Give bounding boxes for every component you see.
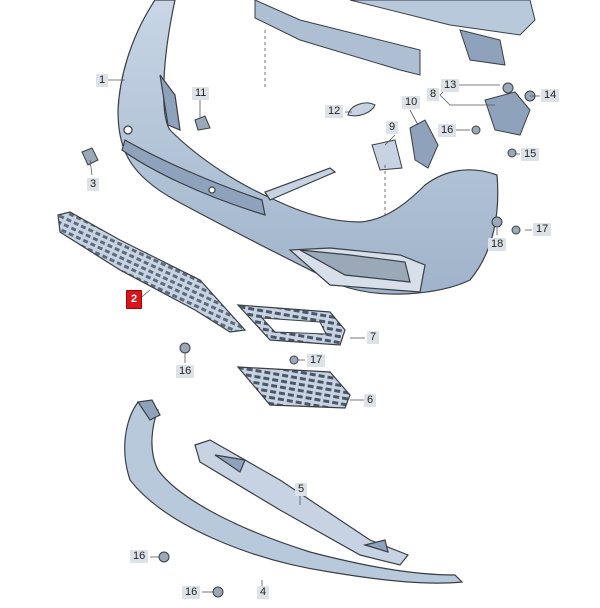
callout-9: 9: [386, 121, 399, 134]
callout-16-bottom: 16: [182, 586, 201, 599]
lower-grille-part: [236, 366, 351, 409]
callout-8: 8: [427, 88, 440, 101]
washer-cap-part: [347, 102, 376, 117]
callout-17-right: 17: [533, 223, 552, 236]
callout-13: 13: [441, 79, 460, 92]
callout-5: 5: [295, 483, 308, 496]
callout-14: 14: [541, 89, 560, 102]
guide-bracket-part: [484, 91, 531, 136]
callout-4: 4: [257, 586, 270, 599]
callout-10: 10: [402, 96, 421, 109]
bumper-cover-part: [117, 0, 499, 295]
sensor-part: [409, 119, 439, 169]
callout-12: 12: [325, 105, 344, 118]
callout-17-middle: 17: [307, 354, 326, 367]
callout-16-middle: 16: [176, 365, 195, 378]
fog-light-frame-part: [236, 304, 346, 346]
callout-15: 15: [521, 148, 540, 161]
callout-6: 6: [364, 394, 377, 407]
callout-2-highlighted: 2: [126, 290, 143, 309]
callout-18: 18: [488, 238, 507, 251]
callout-7: 7: [367, 331, 380, 344]
callout-3: 3: [87, 178, 100, 191]
trim-clip-part: [81, 147, 99, 166]
upper-bracket-part: [254, 0, 536, 76]
callout-1: 1: [96, 74, 109, 87]
lower-bracket-part: [194, 439, 409, 566]
retainer-clip-part: [194, 115, 211, 131]
radiator-grille-part: [57, 211, 247, 333]
callout-11: 11: [192, 87, 210, 100]
front-spoiler-part: [124, 399, 464, 584]
sensor-bracket-part: [371, 139, 403, 171]
small-hardware: [81, 82, 536, 598]
rivet-part: [502, 82, 514, 94]
callout-16-lower: 16: [130, 550, 149, 563]
callout-16-top: 16: [438, 124, 457, 137]
